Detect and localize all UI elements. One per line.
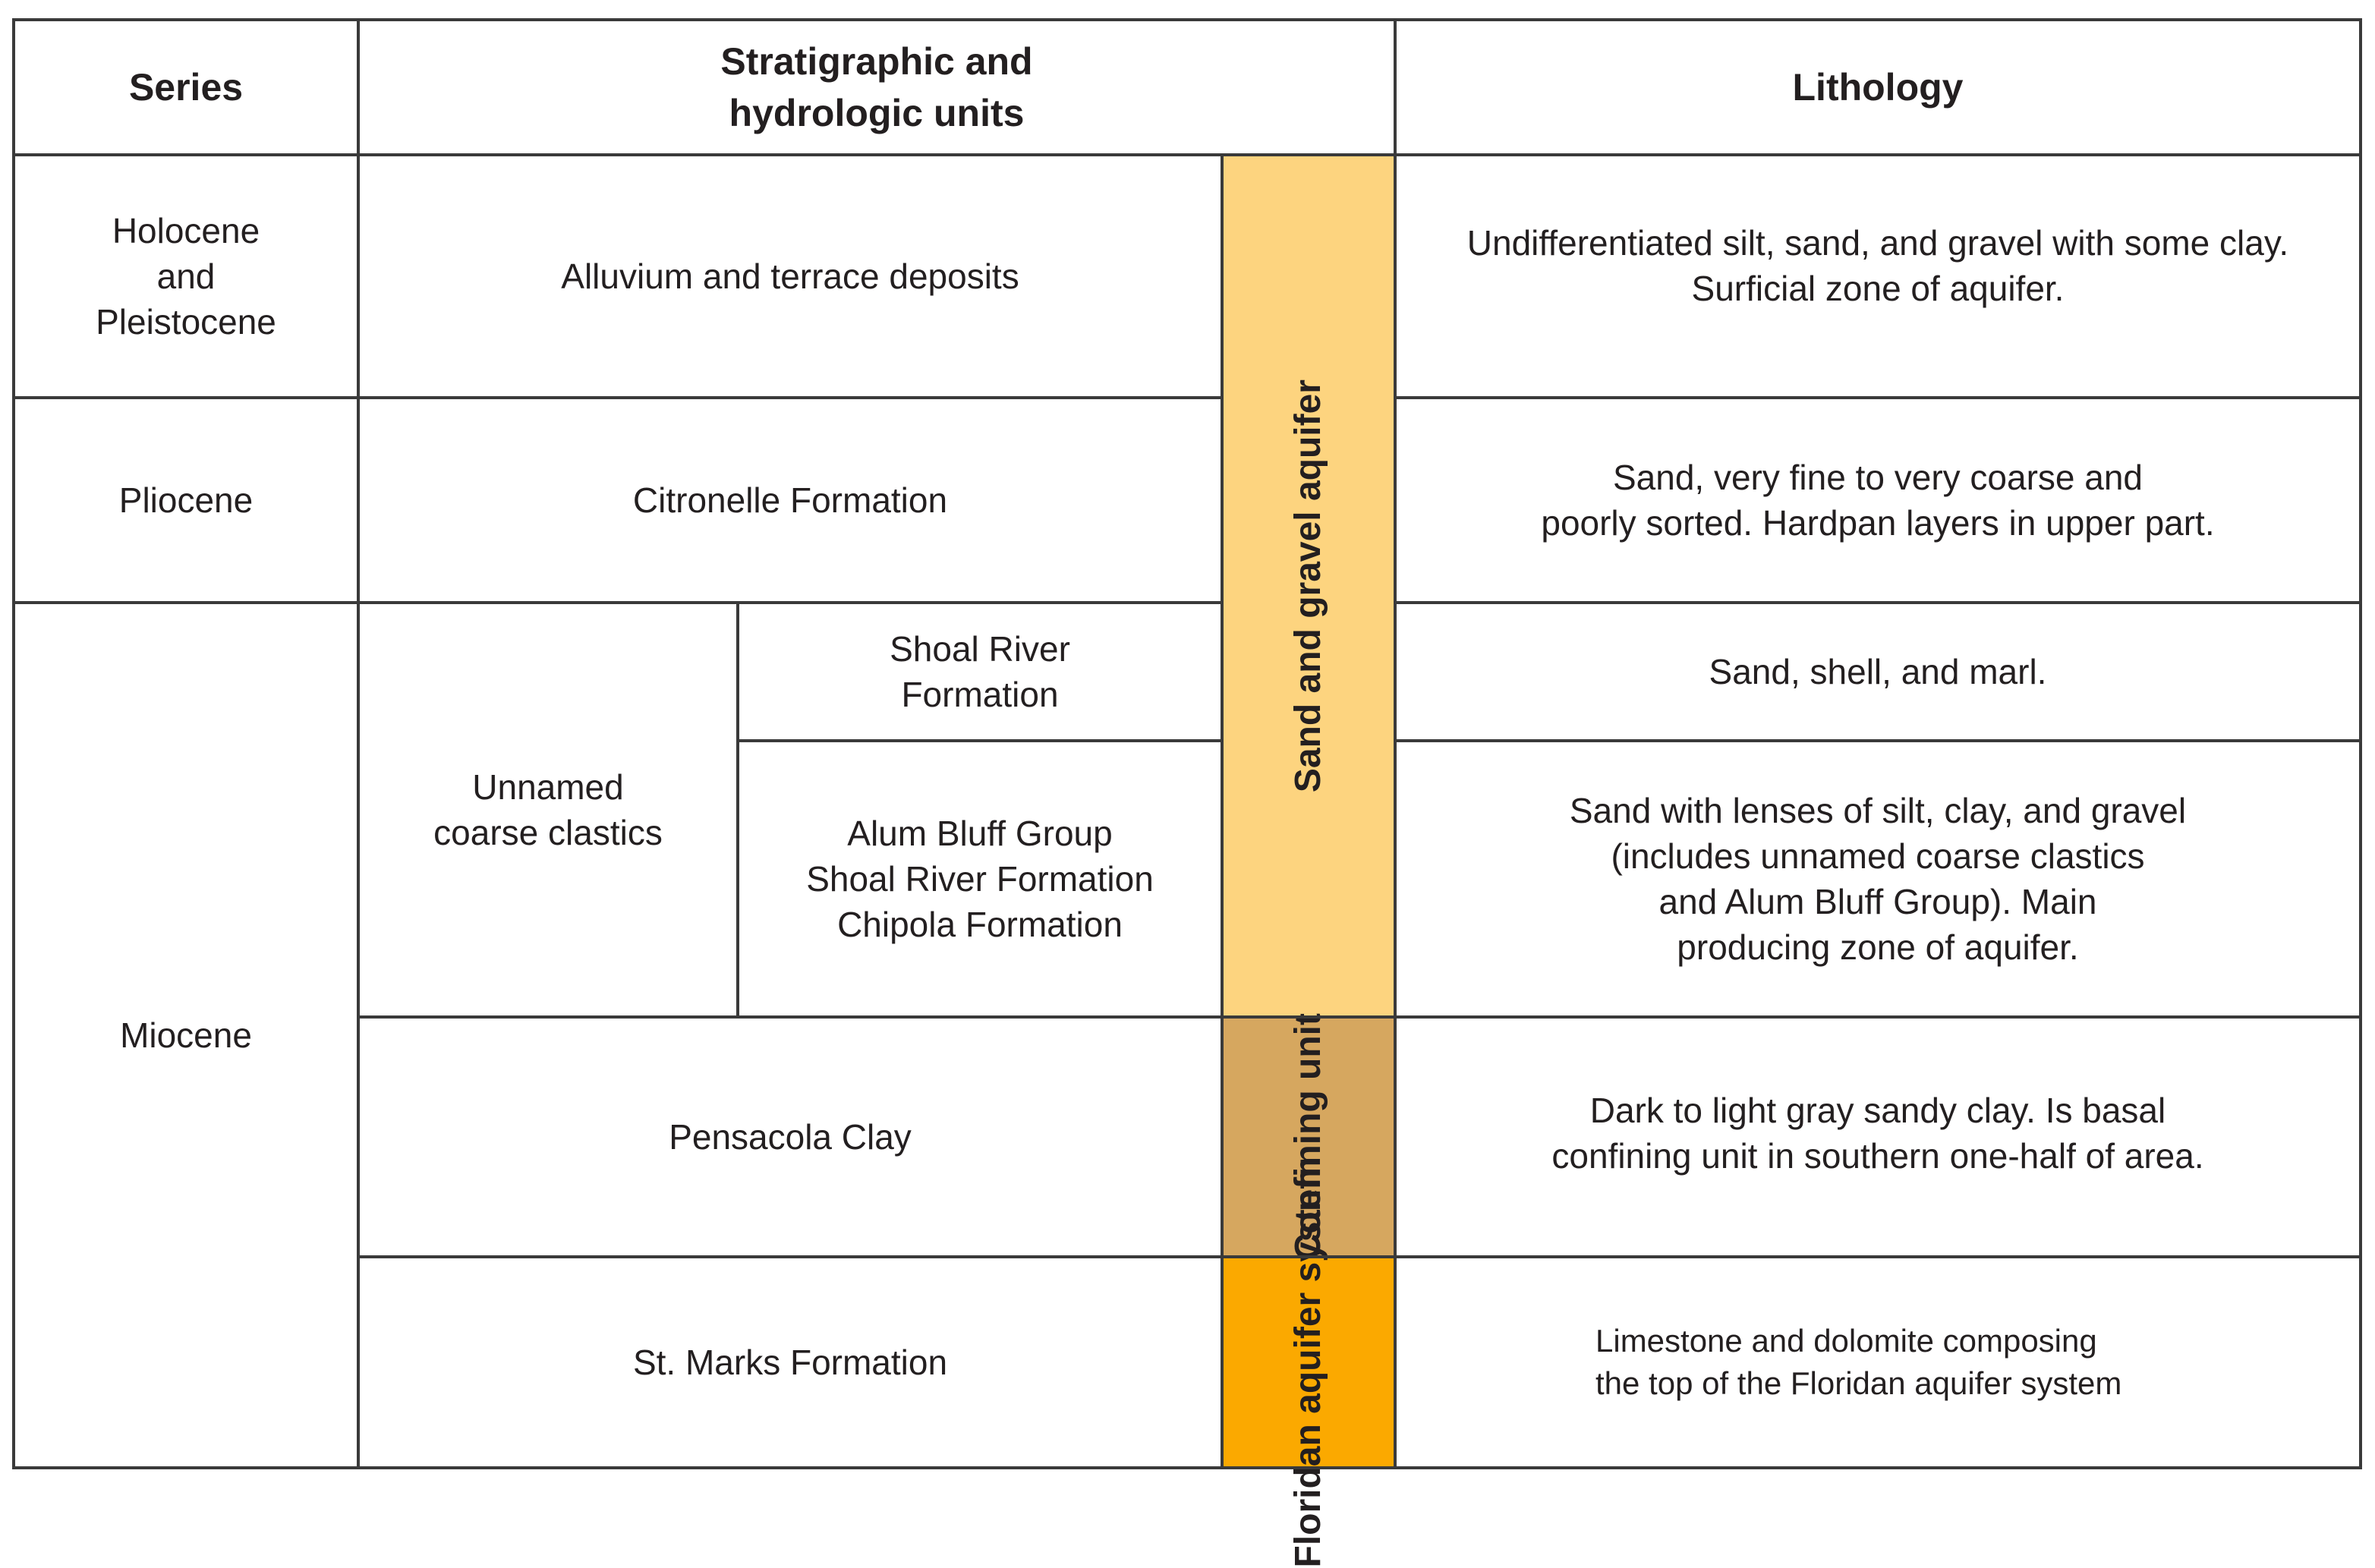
lithology-citronelle: Sand, very fine to very coarse and poorl… [1541, 458, 2215, 543]
header-stratigraphic-units: Stratigraphic and hydrologic units [358, 20, 1395, 155]
sand-gravel-aquifer-band: Sand and gravel aquifer [1222, 155, 1395, 1017]
rule-units-right [1221, 153, 1224, 1469]
unit-unnamed-coarse-clastics: Unnamed coarse clastics [433, 767, 663, 852]
rule-shoal-river-bottom [736, 739, 1224, 742]
header-units-line1: Stratigraphic and [720, 40, 1033, 83]
rule-bands-right [1394, 18, 1397, 1469]
rule-clastics-right [736, 601, 739, 1017]
unit-citronelle: Citronelle Formation [632, 480, 948, 520]
rule-series-right [357, 18, 360, 1469]
rule-holocene-bottom [12, 396, 1224, 399]
rule-holocene-lith-bottom [1394, 396, 2362, 399]
confining-unit-band: Confining unit [1222, 1013, 1395, 1261]
lithology-alum-bluff: Sand with lenses of silt, clay, and grav… [1569, 791, 2187, 967]
unit-st-marks: St. Marks Formation [632, 1343, 948, 1382]
floridan-aquifer-band: Floridan aquifer system [1222, 1157, 1395, 1568]
series-miocene: Miocene [120, 1015, 252, 1055]
unit-alum-bluff-group: Alum Bluff Group Shoal River Formation C… [806, 814, 1154, 944]
table-frame [12, 18, 2362, 1469]
rule-pliocene-bottom [12, 601, 1224, 604]
lithology-st-marks: Limestone and dolomite composing the top… [1595, 1323, 2122, 1401]
unit-pensacola-clay: Pensacola Clay [669, 1117, 912, 1157]
unit-shoal-river: Shoal River Formation [890, 629, 1070, 714]
series-pliocene: Pliocene [118, 480, 254, 520]
series-holocene-pleistocene: Holocene and Pleistocene [96, 211, 276, 342]
rule-pensacola-bottom [357, 1255, 2362, 1258]
rule-clastics-bottom [357, 1015, 2362, 1019]
header-series: Series [128, 66, 244, 109]
header-lithology: Lithology [1792, 66, 1964, 109]
rule-pliocene-lith-bottom [1394, 601, 2362, 604]
lithology-pensacola: Dark to light gray sandy clay. Is basal … [1551, 1091, 2204, 1176]
unit-alluvium: Alluvium and terrace deposits [561, 257, 1019, 296]
lithology-alluvium: Undifferentiated silt, sand, and gravel … [1466, 223, 2289, 308]
header-units-line2: hydrologic units [729, 92, 1025, 134]
lithology-shoal-river: Sand, shell, and marl. [1709, 652, 2047, 691]
rule-shoal-river-lith-bottom [1394, 739, 2362, 742]
rule-header-bottom [12, 153, 2362, 156]
